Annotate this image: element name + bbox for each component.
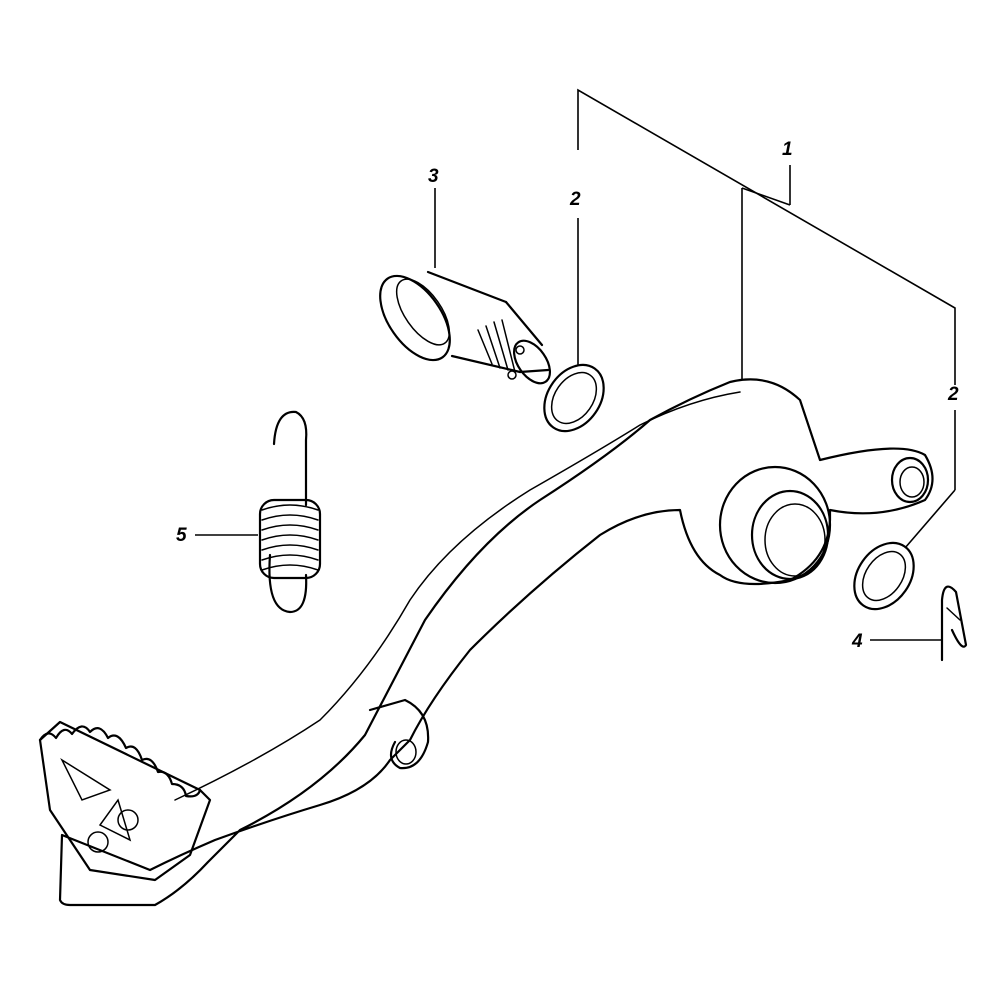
callout-cotter-pin: 4 — [851, 631, 863, 652]
callout-pivot-bolt: 3 — [428, 166, 439, 187]
washer-lower — [853, 541, 915, 611]
pivot-bolt — [379, 270, 552, 385]
callout-pedal: 1 — [782, 139, 793, 160]
callout-washer-upper: 2 — [569, 189, 581, 210]
brake-pedal — [38, 378, 934, 907]
callout-washer-lower: 2 — [947, 384, 959, 405]
cotter-pin — [940, 585, 968, 662]
washer-upper — [543, 363, 605, 433]
callouts: 1 2 2 3 4 5 — [176, 139, 959, 652]
leader-lines — [195, 88, 956, 641]
callout-spring: 5 — [176, 525, 187, 546]
return-spring — [258, 410, 322, 614]
